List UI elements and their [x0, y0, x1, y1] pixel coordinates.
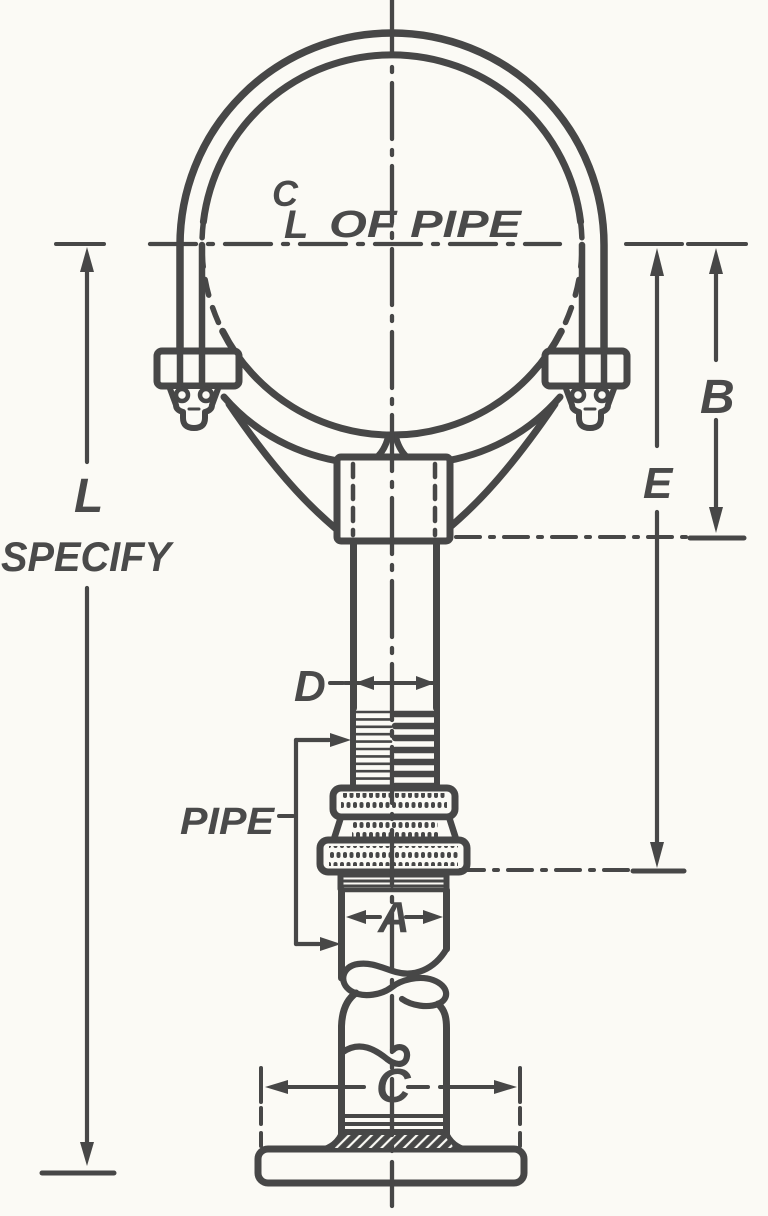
label-dim-d: D [294, 662, 326, 711]
u-bolt-legs [176, 241, 608, 388]
label-centerline-l: L [284, 203, 308, 247]
labels: C L OF PIPE L SPECIFY B E D PIPE A C [1, 173, 735, 1113]
thread-section [350, 705, 440, 792]
u-bolt-nut-left [166, 383, 222, 431]
union-coupling [316, 784, 471, 893]
pipe-callout-bracket [277, 733, 351, 951]
label-pipe: PIPE [180, 801, 276, 843]
clamp-lug-right [541, 347, 631, 390]
dimension-l [39, 242, 117, 1176]
u-bolt-nut-right [562, 383, 618, 431]
dimension-c [259, 1066, 522, 1148]
dimension-b [686, 242, 748, 541]
label-of-pipe: OF PIPE [329, 204, 523, 246]
label-dim-a: A [377, 893, 410, 942]
label-centerline-c: C [272, 173, 299, 214]
reference-lines [454, 535, 688, 872]
dimension-d [328, 676, 438, 690]
label-specify: SPECIFY [1, 533, 175, 580]
label-dim-l: L [74, 470, 103, 523]
label-dim-c: C [376, 1060, 412, 1113]
label-dim-b: B [700, 371, 735, 424]
label-dim-e: E [643, 459, 674, 508]
stem-pipe [350, 537, 440, 712]
pipe-break [339, 945, 450, 1067]
dimension-e [624, 242, 687, 874]
clamp-lug-left [153, 347, 243, 390]
dimension-a [346, 910, 443, 924]
